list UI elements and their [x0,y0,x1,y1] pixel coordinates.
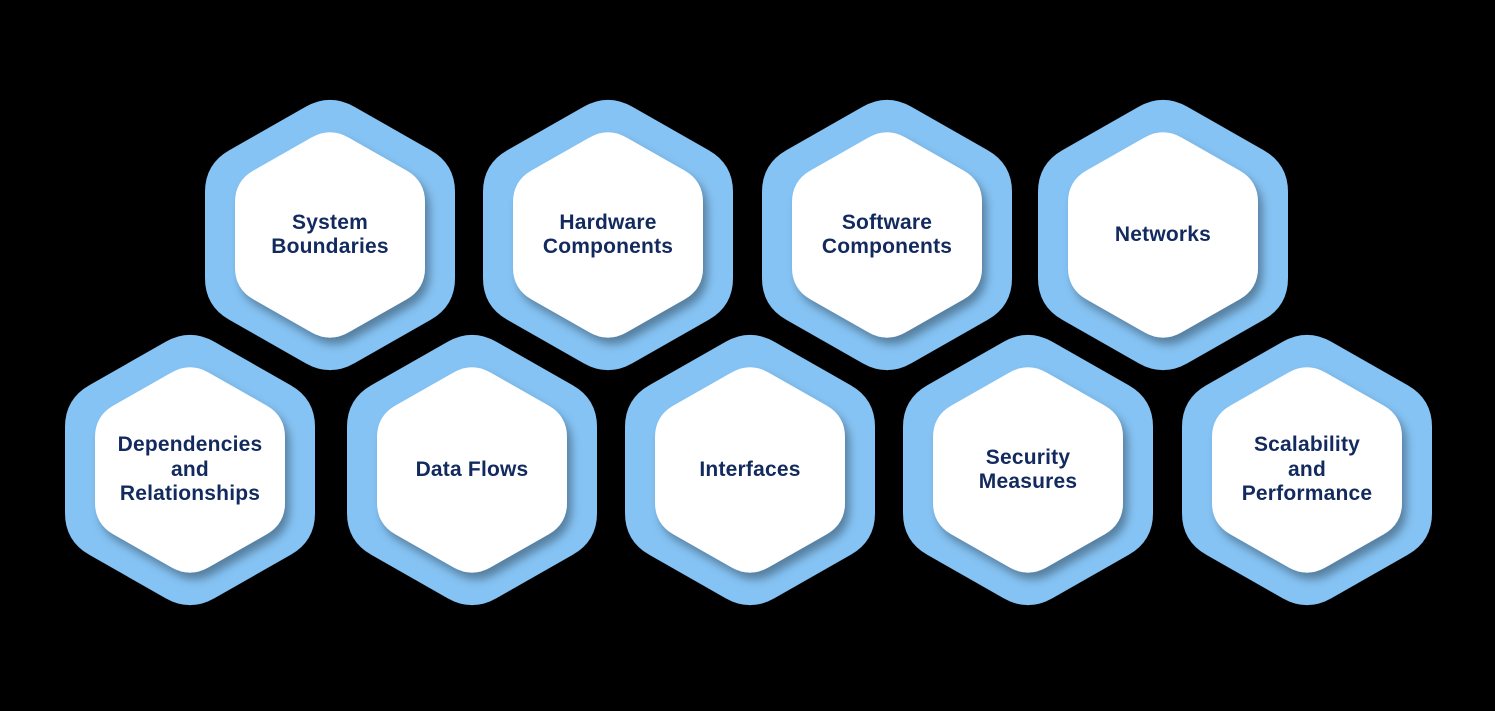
hexagon-shape-software-components [762,99,1012,371]
hexagon-shape-scalability-and-performance [1182,334,1432,606]
hexagon-shape-networks [1038,99,1288,371]
hexagon-shape-security-measures [903,334,1153,606]
hexagon-shape-dependencies-and-relationships [65,334,315,606]
hexagon-shape-system-boundaries [205,99,455,371]
hexagon-shape-data-flows [347,334,597,606]
hexagon-shape-interfaces [625,334,875,606]
hexagon-shape-hardware-components [483,99,733,371]
